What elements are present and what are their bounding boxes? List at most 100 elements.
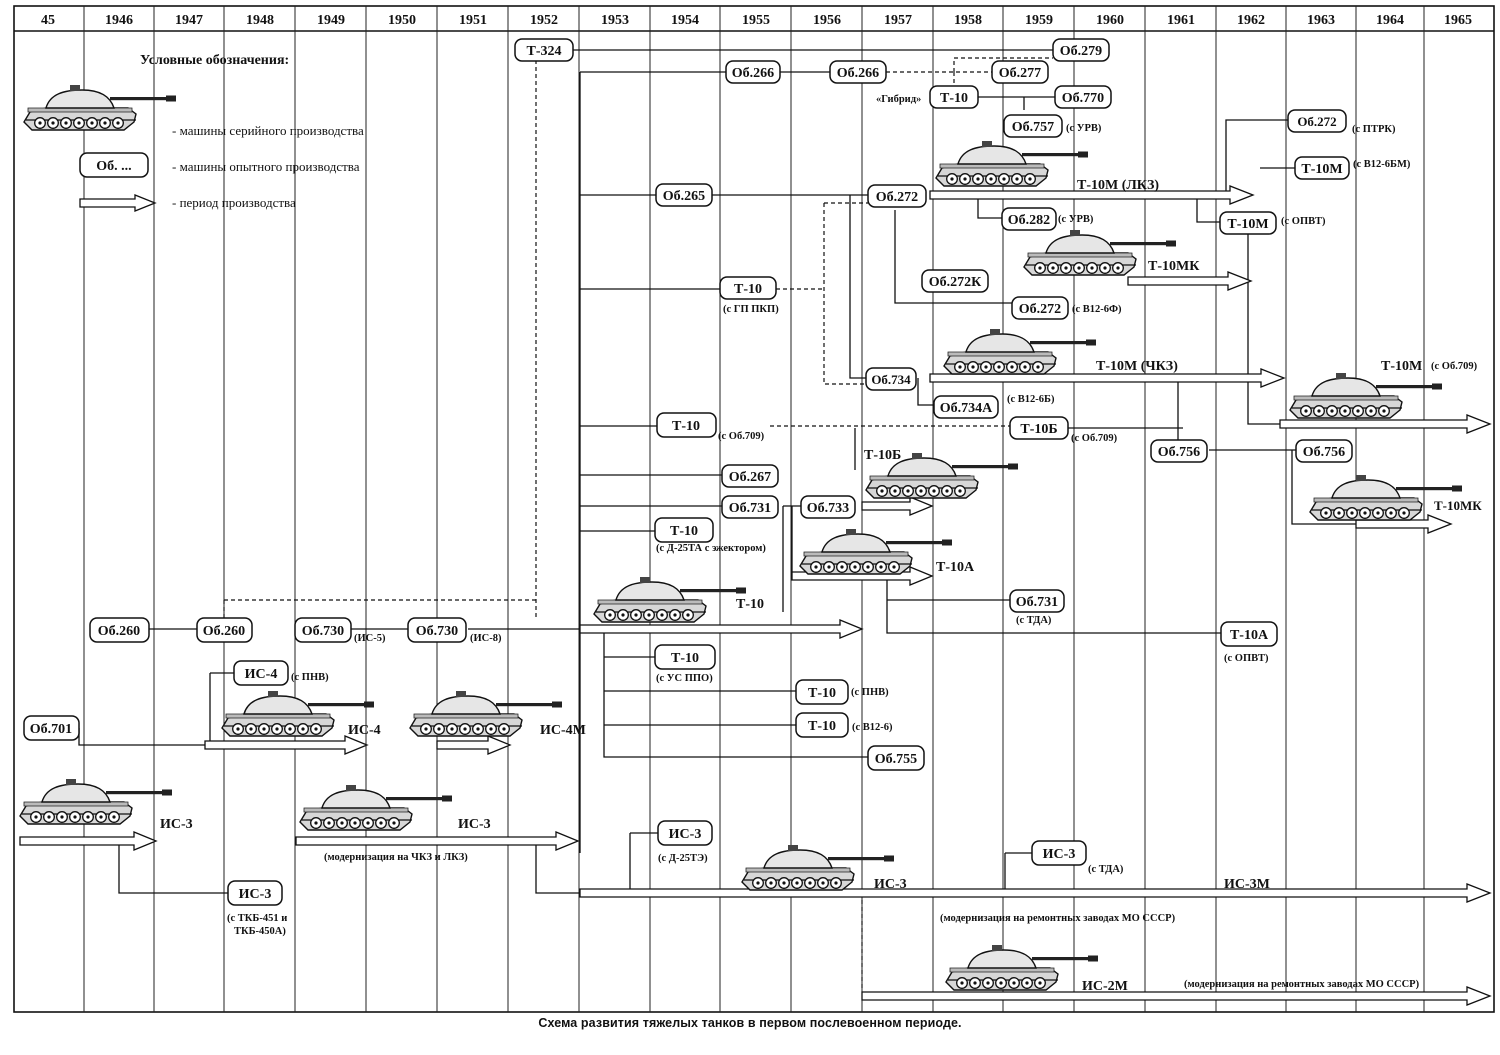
label-t10mk-a: Т-10МК	[1148, 259, 1200, 274]
box-label: Т-10А	[1230, 628, 1269, 643]
box-label: Т-10М	[1227, 217, 1268, 232]
legend-serial-label: - машины серийного производства	[172, 123, 364, 138]
year-label: 1965	[1444, 13, 1472, 28]
label-t10mk-b: Т-10МК	[1434, 498, 1482, 513]
note-tda-2: (с ТДА)	[1088, 864, 1124, 875]
box-label: ИС-3	[1043, 847, 1076, 862]
note-d25te: (с Д-25ТЭ)	[658, 853, 708, 864]
box-label: Об.279	[1060, 44, 1102, 59]
note-ptrk: (с ПТРК)	[1352, 124, 1396, 135]
year-label: 1950	[388, 13, 416, 28]
legend-period-label: - период производства	[172, 195, 296, 210]
box-t10b-709: Т-10Б	[1009, 416, 1069, 440]
note-tkb-2: ТКБ-450А)	[234, 926, 286, 937]
label-t10m-709: Т-10М	[1381, 359, 1422, 374]
box-ob260-b: Об.260	[196, 617, 253, 643]
note-urv-2: (с УРВ)	[1058, 214, 1094, 225]
period-arrow	[861, 986, 1492, 1006]
box-label: Об.757	[1012, 120, 1054, 135]
box-ob282: Об.282	[1001, 207, 1057, 231]
note-modern-mo-1: (модернизация на ремонтных заводах МО СС…	[940, 913, 1176, 924]
box-label: Т-10	[808, 719, 836, 734]
label-is2m: ИС-2М	[1082, 979, 1128, 994]
label-t10m-lkz: Т-10М (ЛКЗ)	[1077, 178, 1159, 193]
tank-image-legend	[23, 84, 177, 131]
connector-lines	[78, 49, 1356, 894]
box-label: Т-324	[527, 44, 562, 59]
note-d25ta: (с Д-25ТА с эжектором)	[656, 543, 766, 554]
box-is3-tkb: ИС-3	[227, 880, 283, 906]
year-label: 1947	[175, 13, 203, 28]
box-is4-pnv: ИС-4	[233, 660, 289, 686]
note-urv-1: (с УРВ)	[1066, 123, 1102, 134]
box-t10a-opvt: Т-10А	[1220, 621, 1278, 647]
box-label: Об.730	[416, 624, 458, 639]
box-label: Т-10	[940, 91, 968, 106]
period-arrow	[579, 619, 864, 639]
box-label: Об.731	[1016, 595, 1058, 610]
box-ob266-a: Об.266	[725, 60, 781, 84]
note-us-ppo: (с УС ППО)	[656, 673, 713, 684]
box-t10-pnv: Т-10	[795, 679, 849, 705]
box-label: Об.260	[203, 624, 245, 639]
box-label: Т-10	[808, 686, 836, 701]
tank-image-is3-b	[299, 784, 453, 831]
box-label: Об.277	[999, 66, 1041, 81]
annotations: «Гибрид» (с УРВ) (с ПТРК) (с В12-6БМ) Т-…	[160, 94, 1482, 994]
year-label: 1962	[1237, 13, 1265, 28]
note-ob709-c: (с Об.709)	[1071, 433, 1118, 444]
label-is3-a: ИС-3	[160, 817, 193, 832]
note-opvt-2: (с ОПВТ)	[1224, 653, 1269, 664]
box-label: ИС-3	[239, 887, 272, 902]
box-t324: Т-324	[514, 38, 574, 62]
year-label: 1949	[317, 13, 345, 28]
tank-image-is3-a	[19, 778, 173, 825]
period-arrow	[861, 496, 934, 516]
box-label: Т-10	[671, 651, 699, 666]
period-arrow	[204, 735, 369, 755]
box-ob272k: Об.272К	[921, 269, 989, 293]
note-is5: (ИС-5)	[354, 633, 386, 644]
year-label: 1954	[671, 13, 699, 28]
box-label: Об.267	[729, 470, 771, 485]
box-ob279: Об.279	[1052, 38, 1110, 62]
box-label: ИС-3	[669, 827, 702, 842]
box-ob266-b: Об.266	[829, 60, 887, 84]
note-ob709-b: (с Об.709)	[718, 431, 765, 442]
box-ob260-a: Об.260	[89, 617, 150, 643]
box-ob267: Об.267	[721, 464, 779, 488]
tank-image-t10m-709	[1289, 372, 1443, 419]
box-label: Об.272	[1019, 302, 1061, 317]
diagram-caption: Схема развития тяжелых танков в первом п…	[538, 1016, 962, 1030]
box-ob701: Об.701	[23, 715, 80, 741]
note-ob709-a: (с Об.709)	[1431, 361, 1478, 372]
box-label: Об.734	[871, 372, 911, 387]
box-t10-us: Т-10	[654, 644, 716, 670]
label-is4m: ИС-4М	[540, 723, 586, 738]
label-is4: ИС-4	[348, 723, 381, 738]
box-t10-709: Т-10	[656, 412, 717, 438]
box-ob734a: Об.734А	[933, 395, 999, 419]
year-label: 1960	[1096, 13, 1124, 28]
note-gibrid: «Гибрид»	[876, 94, 921, 105]
note-is8: (ИС-8)	[470, 633, 502, 644]
period-arrow	[1127, 271, 1253, 291]
box-is3-tda: ИС-3	[1031, 840, 1087, 866]
box-ob272-b12: Об.272	[1011, 296, 1069, 320]
label-t10b: Т-10Б	[864, 448, 901, 463]
label-t10: Т-10	[736, 597, 764, 612]
box-label: Об.272	[1297, 114, 1336, 129]
box-label: Об.266	[837, 66, 879, 81]
box-label: Об.282	[1008, 213, 1050, 228]
legend-proto-label: - машины опытного производства	[172, 159, 360, 174]
vehicle-boxes: Т-324 Об.279 Об.266 Об.266 Об.277 Т-10 О…	[23, 38, 1353, 906]
tank-image-t10	[593, 576, 747, 623]
period-arrow	[295, 831, 580, 851]
year-label: 1964	[1376, 13, 1404, 28]
box-label: Т-10	[734, 282, 762, 297]
year-label: 1955	[742, 13, 770, 28]
box-ob756-a: Об.756	[1150, 439, 1208, 463]
year-label: 1948	[246, 13, 274, 28]
note-tkb-1: (с ТКБ-451 и	[227, 913, 287, 924]
note-modern-chkz-lkz: (модернизация на ЧКЗ и ЛКЗ)	[324, 852, 468, 863]
